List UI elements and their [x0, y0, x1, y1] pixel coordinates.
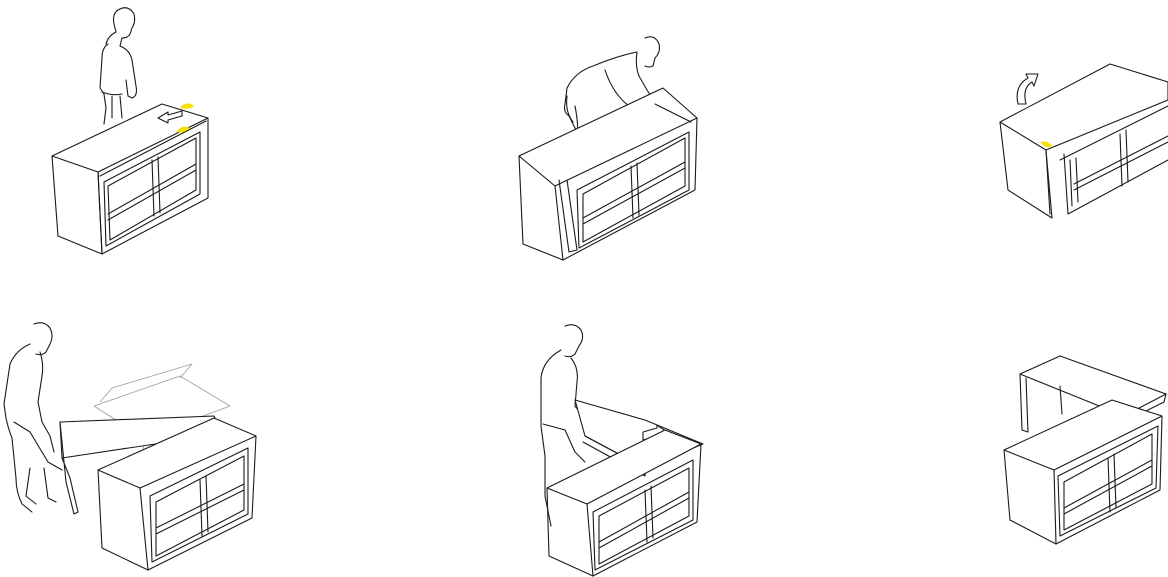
step-3-illustration	[990, 60, 1168, 230]
cabinet	[547, 430, 701, 576]
latch-highlight-icon	[180, 103, 194, 108]
person-figure	[100, 8, 137, 124]
step-6	[1000, 350, 1168, 550]
step-1	[40, 0, 240, 260]
cabinet	[52, 104, 208, 254]
step-2-illustration	[505, 30, 715, 270]
step-1-illustration	[40, 0, 240, 260]
step-5-illustration	[525, 320, 715, 577]
step-4	[0, 318, 270, 573]
step-5	[525, 320, 715, 577]
step-4-illustration	[0, 318, 270, 573]
step-2	[505, 30, 715, 270]
lift-arrow-icon	[1017, 74, 1038, 104]
cabinet	[519, 88, 697, 260]
person-figure	[4, 323, 62, 512]
step-6-illustration	[1000, 350, 1168, 550]
step-3	[990, 60, 1168, 230]
